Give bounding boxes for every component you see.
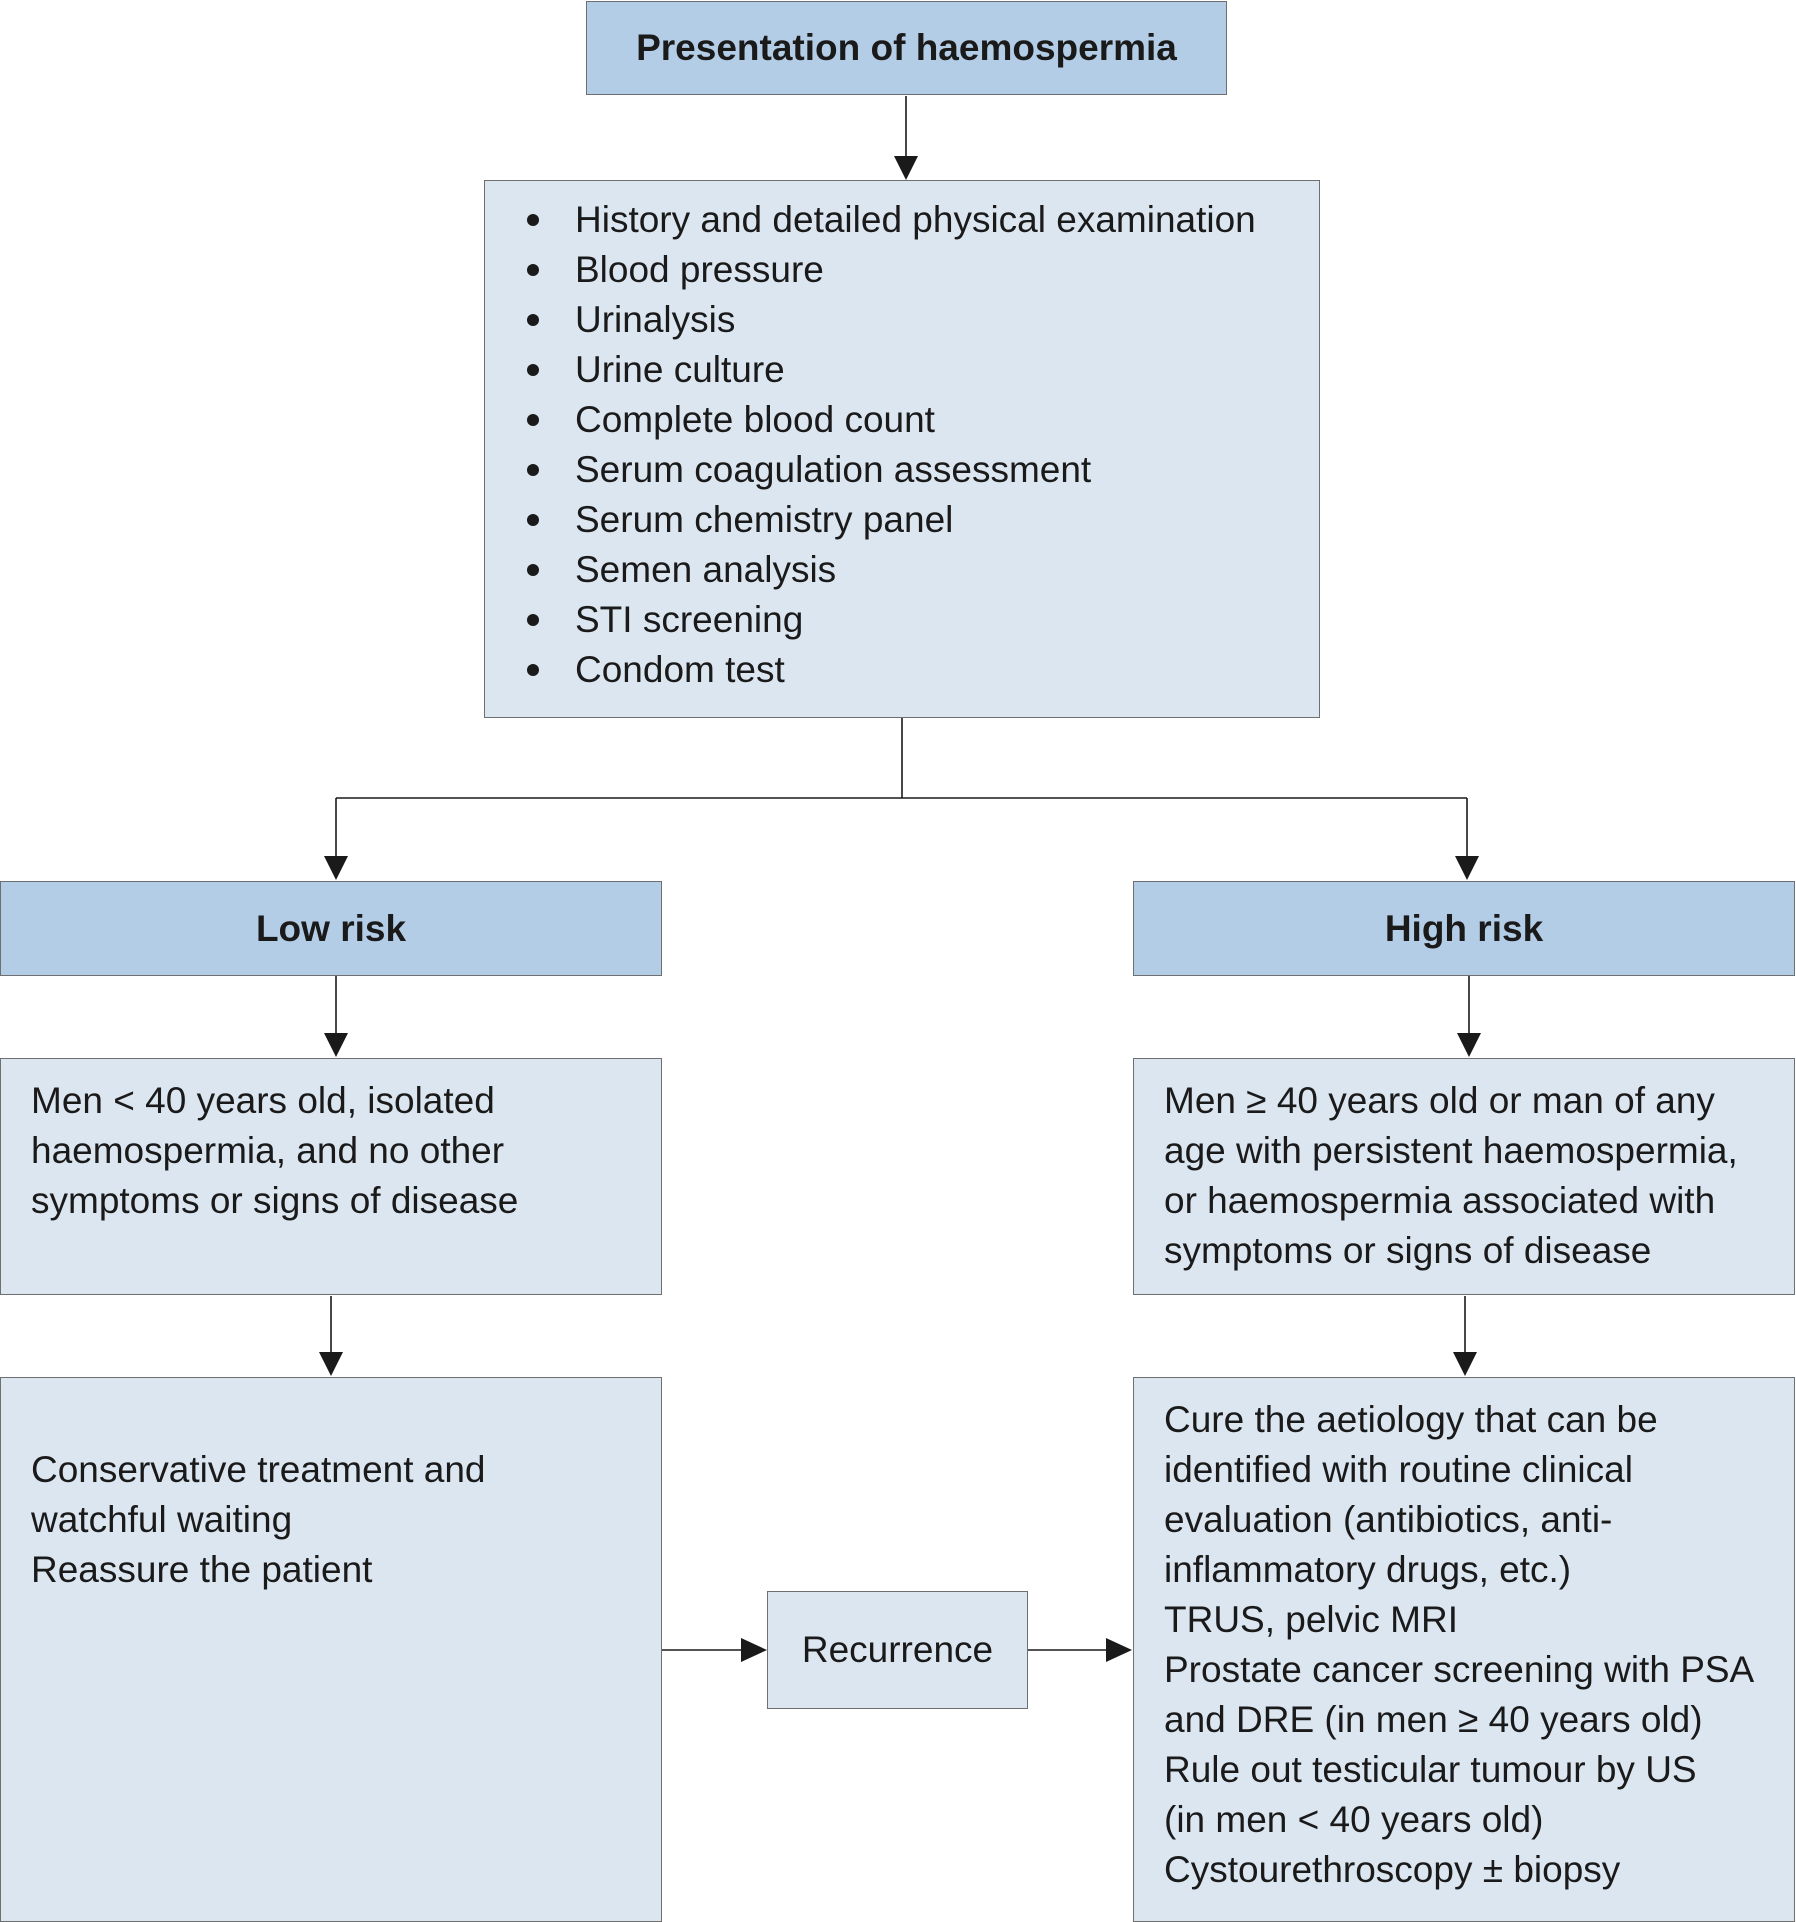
arrowhead-low-management xyxy=(319,1352,343,1376)
bullet-icon xyxy=(527,464,539,476)
workup-item: Serum coagulation assessment xyxy=(525,445,1256,495)
bullet-icon xyxy=(527,314,539,326)
arrowhead-low-criteria xyxy=(324,1033,348,1057)
low-risk-criteria-text: Men < 40 years old, isolated haemospermi… xyxy=(31,1080,519,1221)
arrowhead-high-management xyxy=(1453,1352,1477,1376)
bullet-icon xyxy=(527,664,539,676)
arrowhead-recurrence xyxy=(741,1638,767,1662)
low-risk-management-text: Conservative treatment and watchful wait… xyxy=(31,1449,486,1590)
low-risk-box: Low risk xyxy=(0,881,662,976)
workup-item: Urinalysis xyxy=(525,295,1256,345)
bullet-icon xyxy=(527,414,539,426)
recurrence-box: Recurrence xyxy=(767,1591,1028,1709)
low-risk-management-box: Conservative treatment and watchful wait… xyxy=(0,1377,662,1922)
arrowhead-workup xyxy=(894,156,918,180)
arrowhead-high-risk xyxy=(1455,856,1479,880)
workup-list: History and detailed physical examinatio… xyxy=(525,195,1256,695)
bullet-icon xyxy=(527,514,539,526)
workup-item: Semen analysis xyxy=(525,545,1256,595)
workup-item: STI screening xyxy=(525,595,1256,645)
bullet-icon xyxy=(527,364,539,376)
high-risk-management-box: Cure the aetiology that can be identifie… xyxy=(1133,1377,1795,1922)
arrowhead-low-risk xyxy=(324,856,348,880)
workup-box: History and detailed physical examinatio… xyxy=(484,180,1320,718)
bullet-icon xyxy=(527,214,539,226)
arrowhead-high-management-side xyxy=(1106,1638,1132,1662)
low-risk-label: Low risk xyxy=(255,907,407,949)
recurrence-label: Recurrence xyxy=(801,1629,994,1670)
bullet-icon xyxy=(527,564,539,576)
low-risk-criteria-box: Men < 40 years old, isolated haemospermi… xyxy=(0,1058,662,1295)
workup-item: Complete blood count xyxy=(525,395,1256,445)
title-box: Presentation of haemospermia xyxy=(586,1,1227,95)
bullet-icon xyxy=(527,264,539,276)
bullet-icon xyxy=(527,614,539,626)
workup-item: Urine culture xyxy=(525,345,1256,395)
high-risk-criteria-text: Men ≥ 40 years old or man of any age wit… xyxy=(1164,1080,1738,1271)
high-risk-criteria-box: Men ≥ 40 years old or man of any age wit… xyxy=(1133,1058,1795,1295)
workup-item: Blood pressure xyxy=(525,245,1256,295)
high-risk-management-text: Cure the aetiology that can be identifie… xyxy=(1164,1399,1755,1890)
high-risk-box: High risk xyxy=(1133,881,1795,976)
workup-item: Serum chemistry panel xyxy=(525,495,1256,545)
title-text: Presentation of haemospermia xyxy=(636,27,1177,68)
workup-item: History and detailed physical examinatio… xyxy=(525,195,1256,245)
workup-item: Condom test xyxy=(525,645,1256,695)
arrowhead-high-criteria xyxy=(1457,1033,1481,1057)
high-risk-label: High risk xyxy=(1384,907,1544,949)
